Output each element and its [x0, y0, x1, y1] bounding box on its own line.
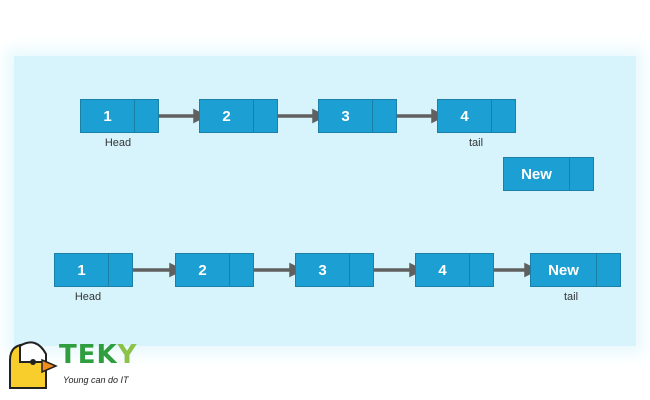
node-next-pointer — [254, 100, 277, 132]
head-label: Head — [104, 137, 132, 149]
tail-label: tail — [468, 137, 484, 149]
node-next-pointer — [350, 254, 373, 286]
node-next-pointer — [230, 254, 253, 286]
duck-mascot-icon — [9, 341, 58, 389]
bottom-node-1: 1 — [54, 253, 133, 287]
node-data: 3 — [319, 100, 373, 132]
node-next-pointer — [109, 254, 132, 286]
node-next-pointer — [373, 100, 396, 132]
logo-wordmark: TEKY — [59, 340, 138, 370]
logo-tagline: Young can do IT — [63, 375, 129, 385]
bottom-node-4: 4 — [415, 253, 494, 287]
head-label: Head — [74, 291, 102, 303]
top-node-1: 1 — [80, 99, 159, 133]
node-data: 3 — [296, 254, 350, 286]
node-data: 4 — [416, 254, 470, 286]
node-data: New — [531, 254, 597, 286]
logo-letter: T — [59, 340, 78, 370]
top-node-3: 3 — [318, 99, 397, 133]
logo-letter: E — [77, 340, 97, 370]
new-node: New — [503, 157, 594, 191]
node-next-pointer — [470, 254, 493, 286]
teky-logo: TEKY Young can do IT — [6, 338, 156, 396]
node-next-pointer — [597, 254, 620, 286]
node-next-pointer — [135, 100, 158, 132]
bottom-node-3: 3 — [295, 253, 374, 287]
bottom-node-new: New — [530, 253, 621, 287]
node-data: 4 — [438, 100, 492, 132]
node-data: 2 — [176, 254, 230, 286]
logo-letter: K — [96, 340, 118, 370]
node-data: New — [504, 158, 570, 190]
bottom-node-2: 2 — [175, 253, 254, 287]
logo-letter: Y — [117, 340, 138, 370]
node-next-pointer — [492, 100, 515, 132]
tail-label: tail — [563, 291, 579, 303]
node-data: 2 — [200, 100, 254, 132]
top-node-2: 2 — [199, 99, 278, 133]
node-data: 1 — [81, 100, 135, 132]
top-node-4: 4 — [437, 99, 516, 133]
node-data: 1 — [55, 254, 109, 286]
node-next-pointer — [570, 158, 593, 190]
